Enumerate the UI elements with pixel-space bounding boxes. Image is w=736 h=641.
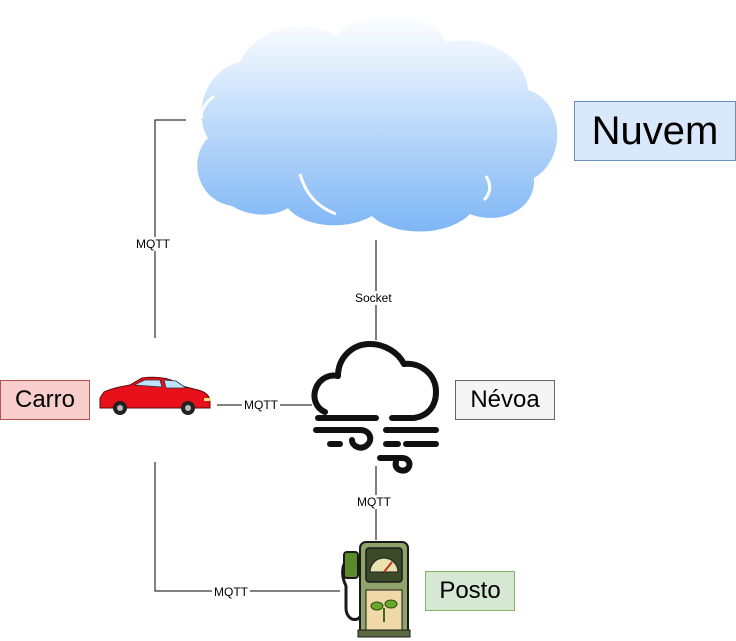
nuvem-label-text: Nuvem — [591, 108, 719, 153]
cloud-icon[interactable] — [197, 13, 558, 232]
edge-label-nuvem-nevoa: Socket — [353, 291, 394, 305]
posto-label-text: Posto — [439, 577, 501, 604]
edge-label-carro-nuvem: MQTT — [134, 237, 172, 251]
posto-label[interactable]: Posto — [425, 571, 515, 611]
nuvem-label[interactable]: Nuvem — [574, 101, 736, 161]
edge-carro-posto[interactable] — [154, 462, 340, 592]
fog-icon[interactable] — [311, 341, 439, 474]
connectors — [154, 119, 377, 592]
nevoa-label-text: Névoa — [470, 386, 540, 413]
edge-label-carro-posto: MQTT — [212, 585, 250, 599]
edge-label-carro-nevoa: MQTT — [242, 398, 280, 412]
fuel-pump-icon[interactable] — [341, 541, 411, 638]
carro-label[interactable]: Carro — [0, 380, 90, 420]
edge-carro-nuvem[interactable] — [154, 119, 186, 338]
edge-label-nevoa-posto: MQTT — [355, 495, 393, 509]
car-icon[interactable] — [99, 376, 211, 415]
nevoa-label[interactable]: Névoa — [455, 380, 555, 420]
carro-label-text: Carro — [14, 386, 75, 413]
